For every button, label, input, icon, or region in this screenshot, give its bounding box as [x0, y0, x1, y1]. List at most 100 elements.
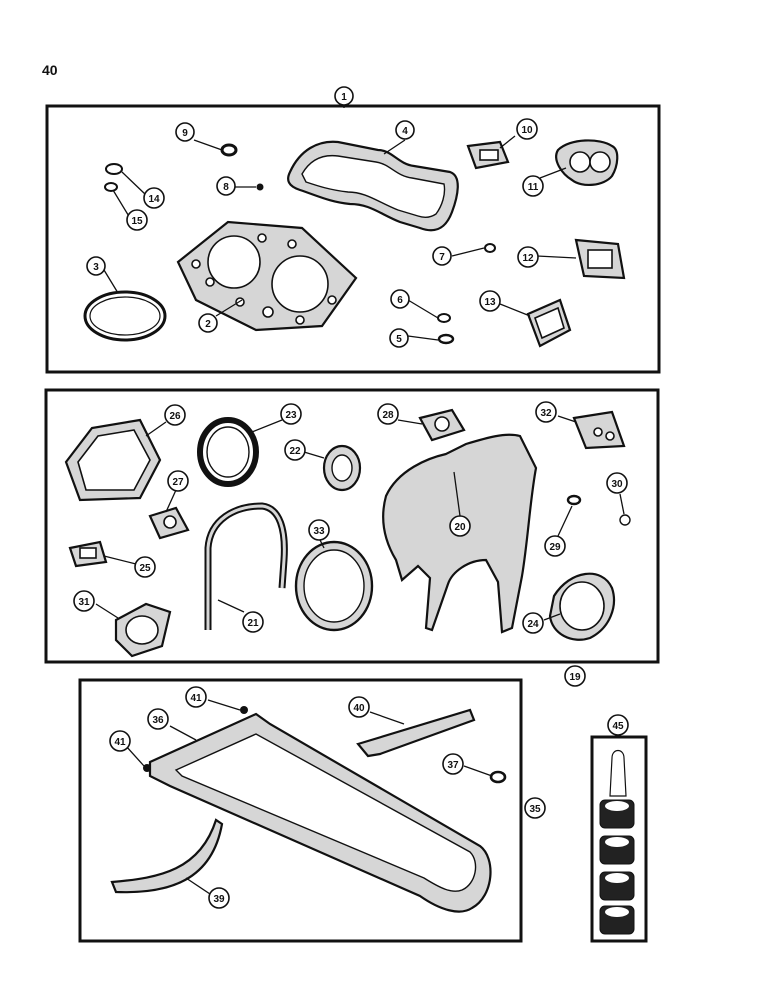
thermostat-gasket — [68, 540, 108, 568]
oil-pan-gasket — [148, 712, 492, 913]
callout-3: 3 — [86, 256, 106, 276]
seal-41-lower — [143, 764, 151, 772]
callout-31: 31 — [73, 590, 95, 612]
callout-41-upper: 41 — [185, 686, 207, 708]
callout-33-label: 33 — [313, 526, 325, 537]
callout-27: 27 — [167, 470, 189, 492]
callout-12-label: 12 — [522, 253, 534, 264]
callout-4: 4 — [395, 120, 415, 140]
washer-lower — [104, 182, 118, 192]
rear-crankshaft-seal-inner — [206, 426, 250, 478]
callout-1-label: 1 — [341, 92, 347, 103]
callout-21: 21 — [242, 611, 264, 633]
callout-21-label: 21 — [247, 618, 259, 629]
callout-32: 32 — [535, 401, 557, 423]
lower-kit-box — [78, 678, 523, 943]
callout-26-label: 26 — [169, 411, 181, 422]
callout-15-label: 15 — [131, 216, 143, 227]
callout-9: 9 — [175, 122, 195, 142]
exhaust-manifold-gasket — [555, 139, 619, 186]
tiny-o-ring — [484, 243, 496, 253]
callout-30: 30 — [606, 472, 628, 494]
callout-10-label: 10 — [521, 125, 533, 136]
valve-stem-seals — [599, 749, 635, 935]
callout-22-label: 22 — [289, 446, 301, 457]
cylinder-head-gasket — [176, 220, 358, 332]
callout-35-label: 35 — [529, 804, 541, 815]
inspection-cover-gasket — [526, 298, 572, 348]
small-washer-29 — [566, 494, 582, 506]
callout-5: 5 — [389, 328, 409, 348]
callout-19: 19 — [564, 665, 586, 687]
washer-5 — [437, 333, 455, 345]
oil-pan-seal-strip — [110, 818, 224, 894]
callout-7: 7 — [432, 246, 452, 266]
callout-28: 28 — [377, 403, 399, 425]
callout-11: 11 — [522, 175, 544, 197]
callout-9-label: 9 — [182, 128, 188, 139]
upper-kit-box — [45, 104, 661, 374]
callout-7-label: 7 — [439, 252, 445, 263]
callout-41-lower: 41 — [109, 730, 131, 752]
callout-13-label: 13 — [484, 297, 496, 308]
callout-2-label: 2 — [205, 319, 211, 330]
callout-28-label: 28 — [382, 410, 394, 421]
callout-40-label: 40 — [353, 703, 365, 714]
callout-15: 15 — [126, 209, 148, 231]
callout-12: 12 — [517, 246, 539, 268]
callout-8: 8 — [216, 176, 236, 196]
callout-26: 26 — [164, 404, 186, 426]
callout-40: 40 — [348, 696, 370, 718]
large-o-ring — [83, 290, 167, 342]
water-outlet-gasket — [466, 140, 510, 170]
drain-plug-washer — [489, 770, 507, 784]
callout-20-label: 20 — [454, 522, 466, 533]
callout-13: 13 — [479, 290, 501, 312]
rear-main-seal-strip — [204, 502, 288, 630]
callout-41-upper-label: 41 — [190, 693, 202, 704]
callout-45-label: 45 — [612, 721, 624, 732]
callout-10: 10 — [516, 118, 538, 140]
intake-gasket — [574, 238, 626, 280]
callout-39: 39 — [208, 887, 230, 909]
callout-35: 35 — [524, 797, 546, 819]
callout-2: 2 — [198, 313, 218, 333]
callout-5-label: 5 — [396, 334, 402, 345]
oil-filter-gasket — [572, 410, 626, 450]
callout-27-label: 27 — [172, 477, 184, 488]
callout-32-label: 32 — [540, 408, 552, 419]
page-number: 40 — [42, 62, 58, 78]
small-ball — [256, 183, 264, 191]
flywheel-housing-gasket — [64, 418, 162, 502]
callout-29: 29 — [544, 535, 566, 557]
washer-upper — [105, 163, 123, 175]
callout-4-label: 4 — [402, 126, 408, 137]
callout-25: 25 — [134, 556, 156, 578]
callout-36-label: 36 — [152, 715, 164, 726]
callout-19-label: 19 — [569, 672, 581, 683]
callout-30-label: 30 — [611, 479, 623, 490]
rear-crankshaft-seal — [197, 417, 259, 487]
callout-14-label: 14 — [148, 194, 160, 205]
seal-kit-box — [590, 735, 648, 943]
callout-36: 36 — [147, 708, 169, 730]
callout-29-label: 29 — [549, 542, 561, 553]
callout-33: 33 — [308, 519, 330, 541]
callout-45: 45 — [607, 714, 629, 736]
callout-6-label: 6 — [397, 295, 403, 306]
leader-lines — [95, 106, 625, 895]
small-seal-ring — [220, 143, 238, 157]
fuel-pump-gasket — [418, 408, 466, 442]
callout-22: 22 — [284, 439, 306, 461]
callout-31-label: 31 — [78, 597, 90, 608]
adapter-plate-gasket — [548, 572, 616, 641]
callout-8-label: 8 — [223, 182, 229, 193]
callout-20: 20 — [449, 515, 471, 537]
callout-3-label: 3 — [93, 262, 99, 273]
oil-pump-gasket — [294, 540, 374, 632]
callout-37: 37 — [442, 753, 464, 775]
large-o-ring-inner — [89, 296, 161, 336]
hydraulic-pump-gasket — [114, 602, 172, 658]
middle-kit-box — [44, 388, 660, 664]
